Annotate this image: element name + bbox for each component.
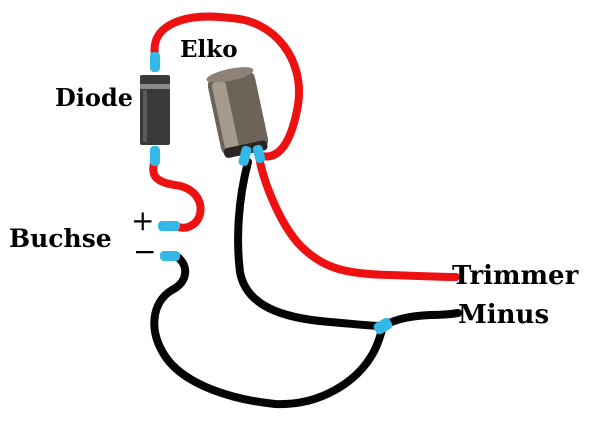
red-wire-diode-to-elko: [150, 12, 303, 161]
label-plus: +: [131, 204, 155, 237]
connector-junction: [373, 317, 393, 335]
label-buchse: Buchse: [9, 224, 112, 253]
label-minus-wire: Minus: [458, 300, 550, 330]
black-wire-junction-to-minus: [379, 309, 462, 330]
label-diode: Diode: [55, 83, 133, 112]
diode-body: [140, 75, 170, 145]
label-minus: −: [133, 235, 157, 268]
diode-highlight: [143, 90, 147, 142]
connector-group: [150, 52, 393, 335]
black-wire-elko-to-junction: [234, 158, 387, 330]
diode-band: [140, 84, 170, 89]
elko-top: [206, 67, 254, 83]
label-trimmer: Trimmer: [452, 261, 579, 291]
connector-elko-right: [252, 144, 266, 164]
elko-stripe: [211, 80, 239, 151]
red-wire-diode-to-plus: [149, 156, 205, 232]
black-wire-minus-to-junction: [150, 251, 387, 409]
elko-capacitor: [206, 67, 269, 158]
connector-plus: [158, 221, 180, 231]
diode-component: [140, 75, 170, 145]
red-wire-elko-to-trimmer: [256, 158, 460, 281]
connector-minus: [160, 251, 180, 261]
connector-diode-bottom: [150, 146, 160, 166]
connector-elko-left: [238, 145, 252, 167]
connector-diode-top: [150, 52, 160, 72]
label-elko: Elko: [180, 36, 238, 63]
